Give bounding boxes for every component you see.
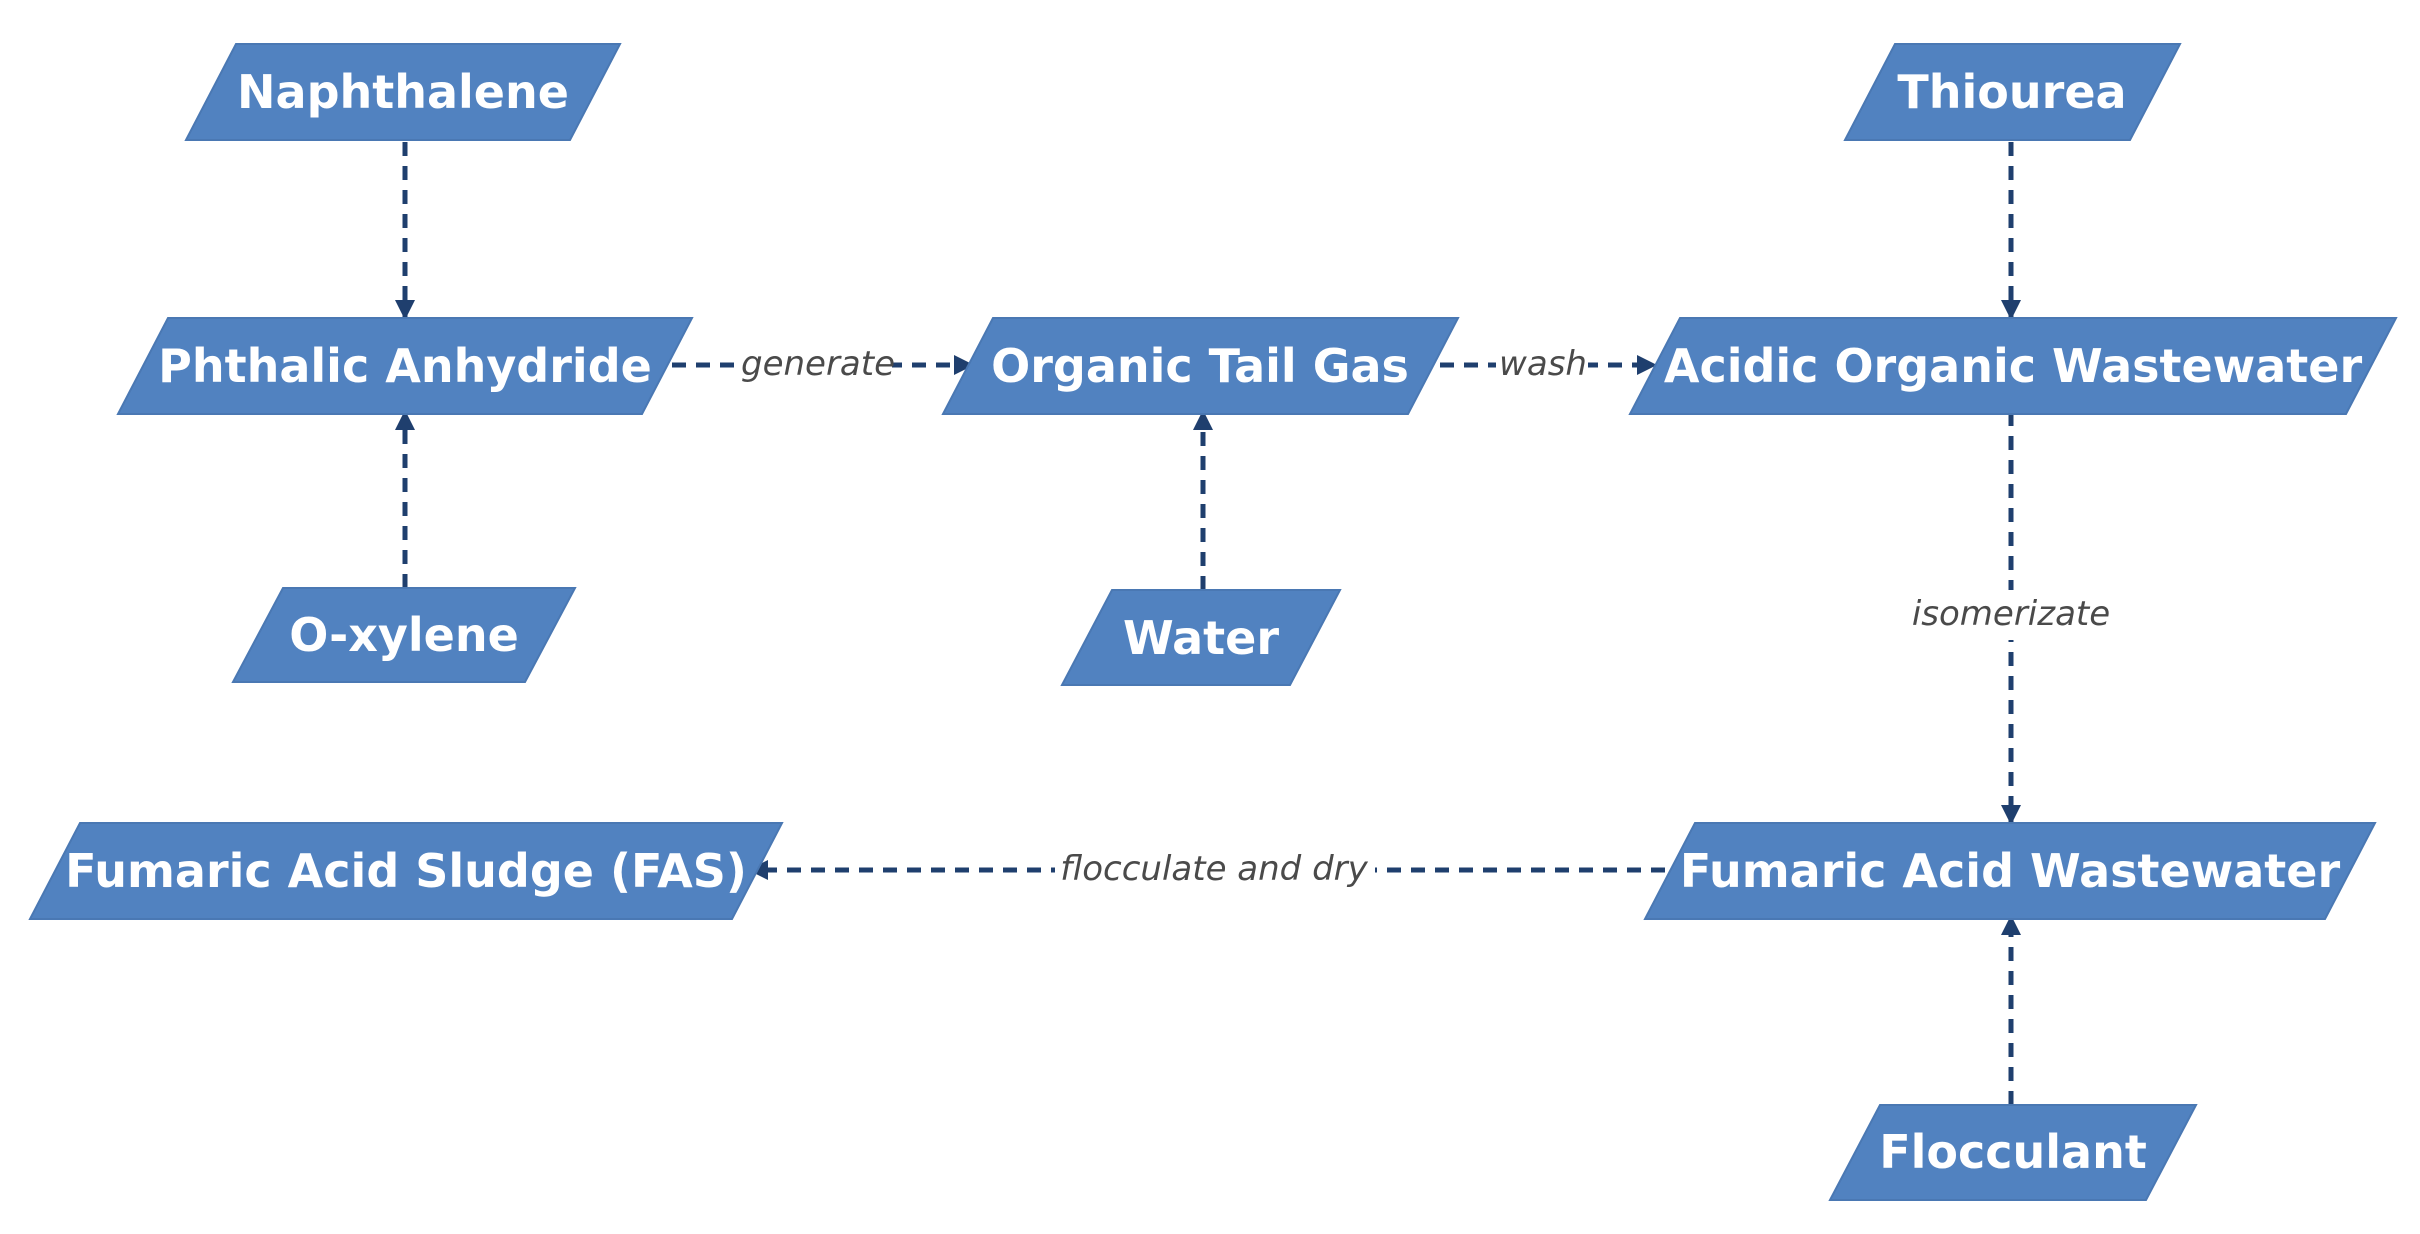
node-fumaric-acid-wastewater: Fumaric Acid Wastewater bbox=[1643, 822, 2377, 920]
node-phthalic-anhydride: Phthalic Anhydride bbox=[116, 317, 694, 415]
node-label: Fumaric Acid Sludge (FAS) bbox=[65, 844, 747, 898]
node-o-xylene: O-xylene bbox=[231, 587, 577, 683]
edge-label-flocculate-and-dry: flocculate and dry bbox=[1060, 849, 1368, 889]
node-acidic-organic-wastewater: Acidic Organic Wastewater bbox=[1628, 317, 2398, 415]
node-flocculant: Flocculant bbox=[1828, 1104, 2198, 1201]
node-label: Water bbox=[1123, 611, 1279, 665]
node-water: Water bbox=[1060, 589, 1342, 686]
node-label: Phthalic Anhydride bbox=[158, 339, 652, 393]
node-label: Fumaric Acid Wastewater bbox=[1680, 844, 2341, 898]
node-label: Acidic Organic Wastewater bbox=[1664, 339, 2363, 393]
edges: generate wash isomerizate flocculate and… bbox=[395, 142, 2112, 1105]
nodes: Naphthalene Phthalic Anhydride O-xylene … bbox=[28, 43, 2398, 1201]
node-label: Organic Tail Gas bbox=[991, 339, 1409, 393]
node-label: Flocculant bbox=[1879, 1125, 2147, 1179]
node-fumaric-acid-sludge: Fumaric Acid Sludge (FAS) bbox=[28, 822, 784, 920]
node-label: Thiourea bbox=[1897, 65, 2126, 119]
edge-label-generate: generate bbox=[741, 344, 895, 384]
node-label: O-xylene bbox=[289, 608, 519, 662]
node-naphthalene: Naphthalene bbox=[184, 43, 622, 141]
edge-label-isomerizate: isomerizate bbox=[1912, 594, 2110, 634]
edge-label-wash: wash bbox=[1499, 344, 1587, 384]
node-organic-tail-gas: Organic Tail Gas bbox=[941, 317, 1460, 415]
node-label: Naphthalene bbox=[237, 65, 569, 119]
node-thiourea: Thiourea bbox=[1843, 43, 2182, 141]
